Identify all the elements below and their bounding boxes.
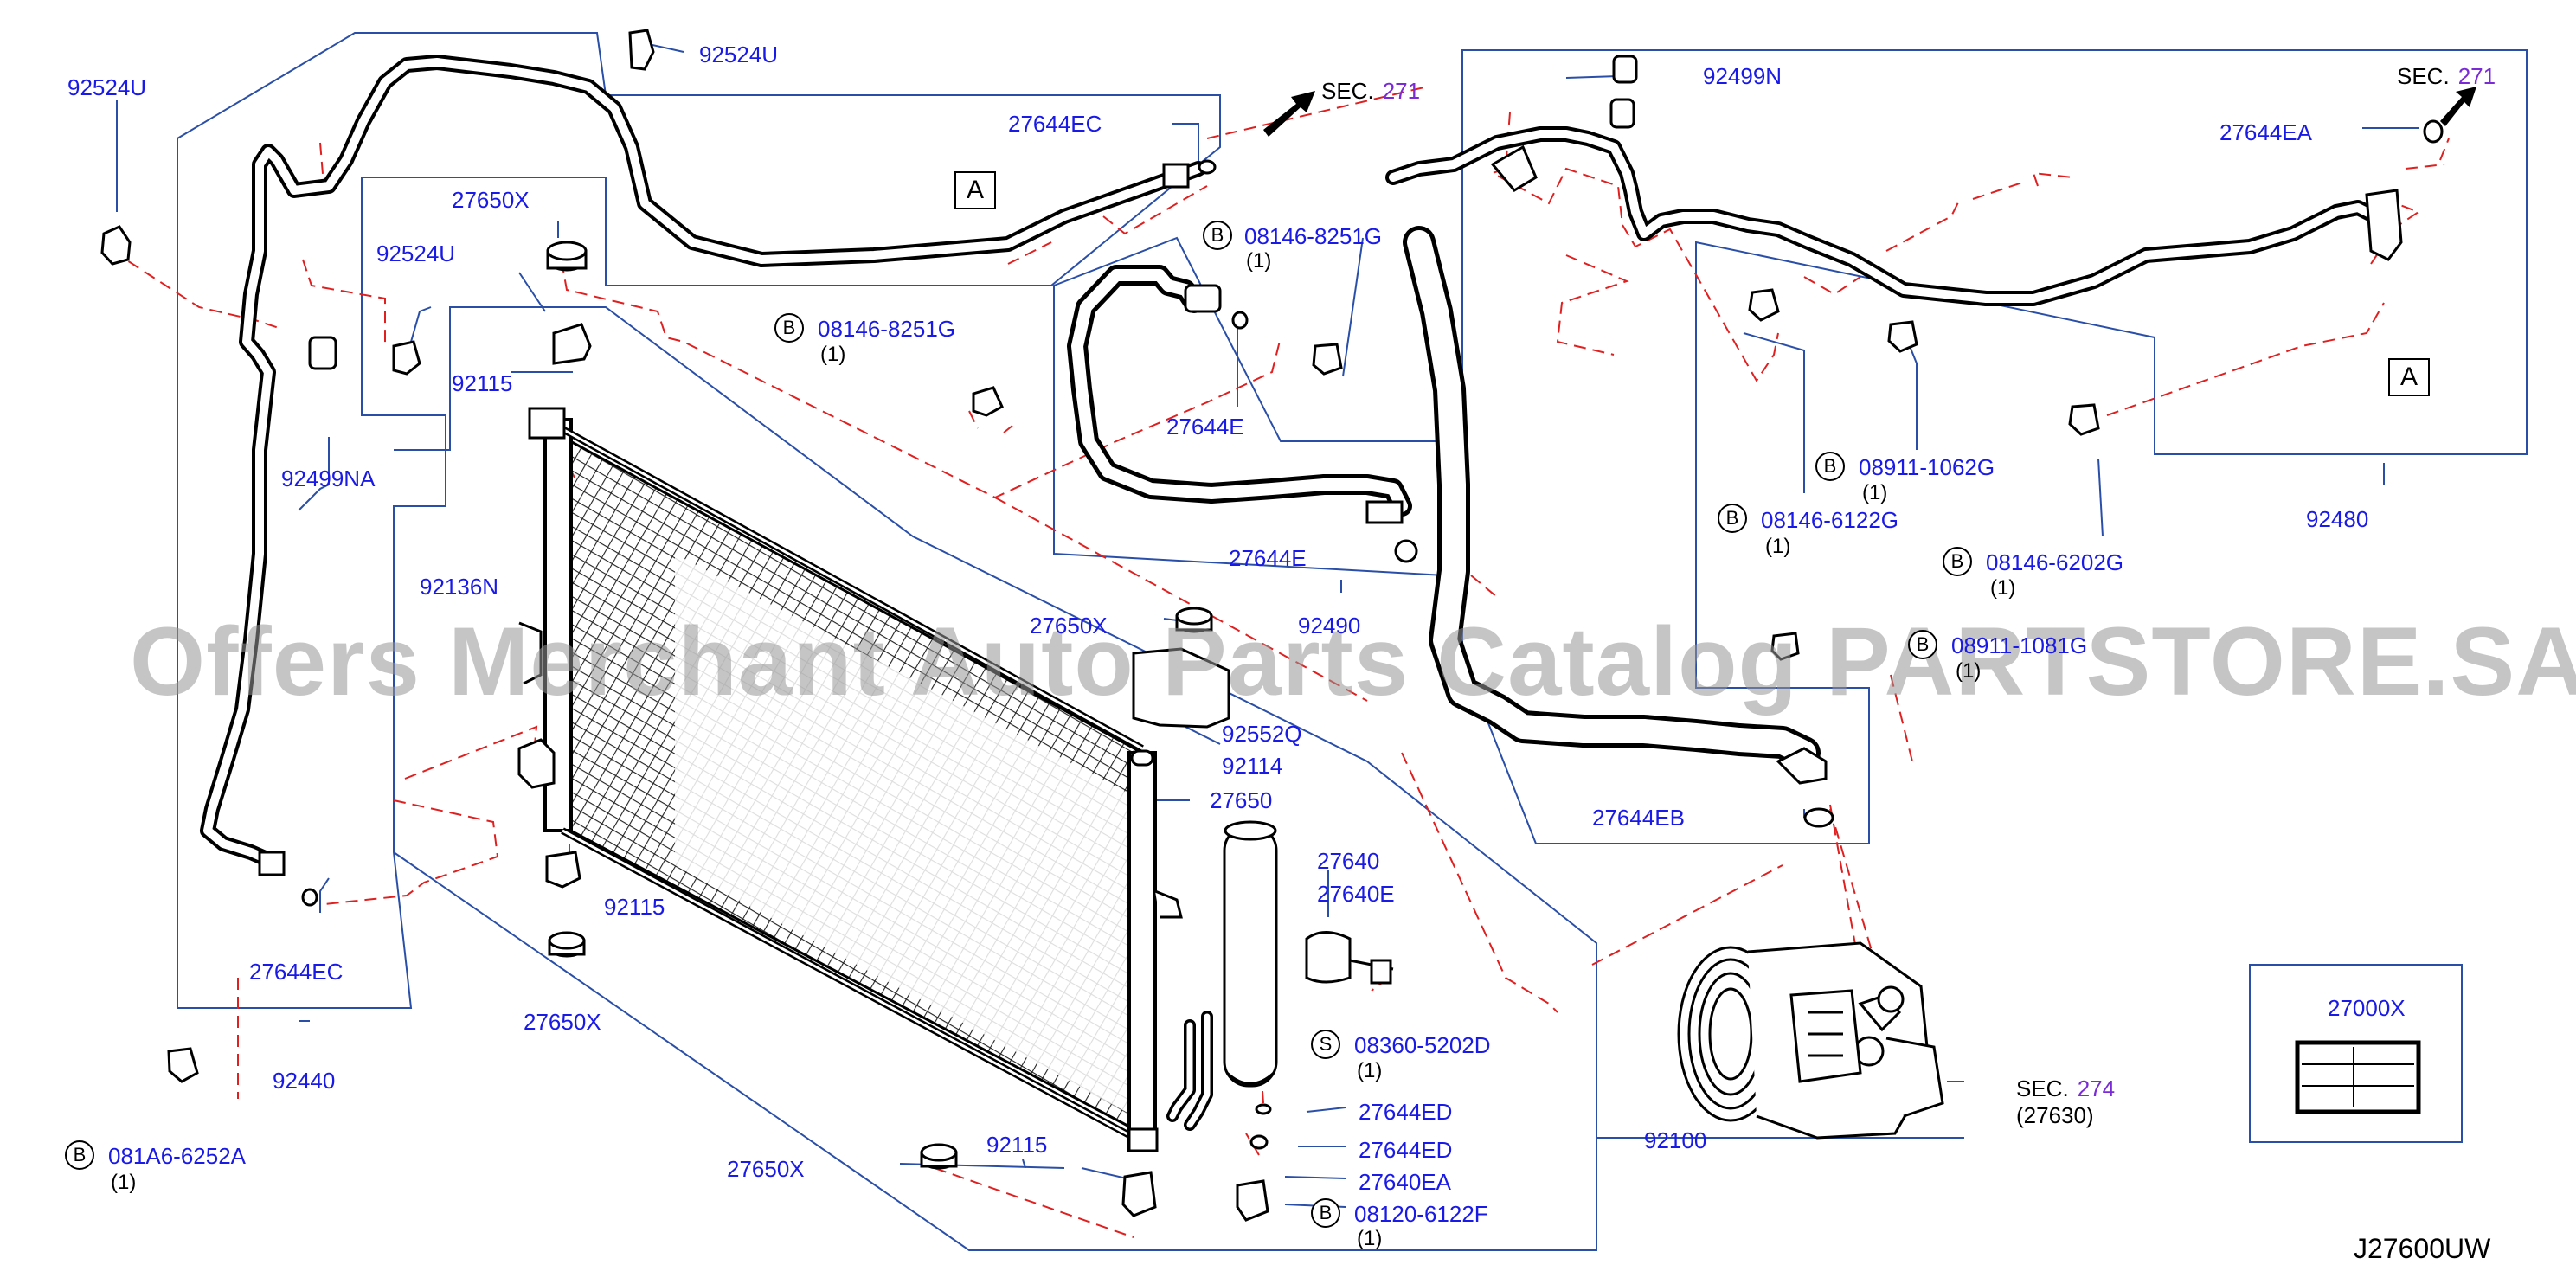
bolt-qty: (1) xyxy=(1956,659,1982,683)
compressor-27630 xyxy=(1677,941,1944,1140)
part-label-92552Q[interactable]: 92552Q xyxy=(1222,721,1302,747)
pipes xyxy=(200,55,2400,1131)
bolt-code-badge: B xyxy=(65,1140,94,1170)
ref-marker-a-right: A xyxy=(2388,358,2430,396)
part-label-27644ED[interactable]: 27644ED xyxy=(1359,1099,1453,1125)
part-label-92499N[interactable]: 92499N xyxy=(1703,63,1783,89)
section-prefix: SEC. xyxy=(2016,1075,2069,1101)
part-label-92524U[interactable]: 92524U xyxy=(67,74,147,100)
section-ref-271-right[interactable]: SEC. 271 xyxy=(2397,65,2496,87)
diagram-id: J27600UW xyxy=(2354,1233,2491,1264)
part-label-27644E[interactable]: 27644E xyxy=(1166,414,1244,440)
bolt-qty: (1) xyxy=(1357,1059,1383,1082)
part-label-92524U[interactable]: 92524U xyxy=(699,42,779,67)
bolt-qty: (1) xyxy=(1246,249,1272,273)
part-label-27650X[interactable]: 27650X xyxy=(524,1009,601,1035)
bolt-code-badge: B xyxy=(1203,221,1232,250)
hardware xyxy=(100,29,2444,1222)
section-number: 271 xyxy=(1382,78,1421,104)
bolt-qty: (1) xyxy=(111,1171,137,1194)
bolt-qty: (1) xyxy=(1990,576,2016,600)
section-ref-274[interactable]: SEC. 274 xyxy=(2016,1077,2115,1100)
sec-271-arrow-left xyxy=(1263,91,1315,137)
part-label-92490[interactable]: 92490 xyxy=(1298,613,1361,639)
section-sub-27630: (27630) xyxy=(2016,1102,2094,1128)
section-ref-271-left[interactable]: SEC. 271 xyxy=(1321,80,1420,102)
section-number: 274 xyxy=(2077,1075,2116,1101)
sec-arrows xyxy=(1263,87,2476,137)
part-label-92440[interactable]: 92440 xyxy=(273,1068,336,1094)
pipe-92480 xyxy=(1385,126,2400,306)
outline-27000X xyxy=(2249,964,2463,1143)
bolt-code-badge: B xyxy=(1815,452,1845,481)
ref-marker-a-left: A xyxy=(954,171,996,209)
bolt-part-label[interactable]: 08911-1062G xyxy=(1859,454,1995,480)
section-prefix: SEC. xyxy=(2397,63,2450,89)
outline-92440 xyxy=(177,32,1221,1009)
bolt-part-label[interactable]: 081A6-6252A xyxy=(108,1143,247,1169)
part-label-92499NA[interactable]: 92499NA xyxy=(281,465,376,491)
part-label-92115[interactable]: 92115 xyxy=(986,1132,1048,1158)
section-number: 271 xyxy=(2457,63,2496,89)
part-label-27000X[interactable]: 27000X xyxy=(2328,995,2406,1021)
watermark: Offers Merchant Auto Parts Catalog PARTS… xyxy=(130,607,2576,716)
bolt-code-badge: B xyxy=(774,313,804,343)
bolt-code-badge: S xyxy=(1311,1030,1340,1059)
part-label-92480[interactable]: 92480 xyxy=(2306,506,2369,532)
bolt-code-badge: B xyxy=(1718,504,1747,533)
part-label-92115[interactable]: 92115 xyxy=(604,894,665,920)
bolt-part-label[interactable]: 08146-6202G xyxy=(1986,549,2124,575)
bolt-qty: (1) xyxy=(1862,481,1888,504)
part-label-27650X[interactable]: 27650X xyxy=(1030,613,1108,639)
bolt-part-label[interactable]: 08146-8251G xyxy=(1244,223,1383,249)
part-label-92115[interactable]: 92115 xyxy=(452,370,513,396)
part-label-27644EC[interactable]: 27644EC xyxy=(249,959,344,985)
part-label-27640EA[interactable]: 27640EA xyxy=(1359,1169,1451,1195)
section-prefix: SEC. xyxy=(1321,78,1374,104)
part-label-27644EA[interactable]: 27644EA xyxy=(2219,119,2312,145)
part-label-27640[interactable]: 27640 xyxy=(1317,848,1380,874)
part-label-92100[interactable]: 92100 xyxy=(1644,1127,1707,1153)
bolt-qty: (1) xyxy=(820,343,846,366)
part-label-27650[interactable]: 27650 xyxy=(1210,787,1273,813)
outline-92480 xyxy=(1461,49,2528,844)
part-label-27644E[interactable]: 27644E xyxy=(1229,545,1307,571)
condenser-27650 xyxy=(517,407,1183,1152)
part-label-27644EC[interactable]: 27644EC xyxy=(1008,111,1102,137)
part-label-27650X[interactable]: 27650X xyxy=(452,187,530,213)
outline-92100 xyxy=(393,306,1597,1251)
receiver-drier-27640 xyxy=(1223,820,1278,1088)
bolt-code-badge: B xyxy=(1908,630,1937,659)
bolt-qty: (1) xyxy=(1357,1227,1383,1250)
bolt-code-badge: B xyxy=(1311,1198,1340,1228)
part-label-27640E[interactable]: 27640E xyxy=(1317,881,1395,907)
drier-bracket xyxy=(1305,931,1394,985)
bolt-part-label[interactable]: 08146-6122G xyxy=(1761,507,1899,533)
part-label-27644ED[interactable]: 27644ED xyxy=(1359,1137,1453,1163)
sec-271-arrow-right xyxy=(2440,87,2476,126)
bolt-code-badge: B xyxy=(1943,547,1972,576)
part-label-92136N[interactable]: 92136N xyxy=(420,574,499,600)
bolt-part-label[interactable]: 08911-1081G xyxy=(1951,632,2088,658)
bolt-part-label[interactable]: 08146-8251G xyxy=(818,316,956,342)
bolt-part-label[interactable]: 08360-5202D xyxy=(1354,1032,1491,1058)
part-label-27650X[interactable]: 27650X xyxy=(727,1156,805,1182)
part-label-92114[interactable]: 92114 xyxy=(1222,753,1283,779)
bolt-qty: (1) xyxy=(1765,535,1791,558)
part-label-27644EB[interactable]: 27644EB xyxy=(1592,805,1685,831)
part-label-92524U[interactable]: 92524U xyxy=(376,241,456,266)
assembly-outlines xyxy=(177,32,2528,1251)
bolt-part-label[interactable]: 08120-6122F xyxy=(1354,1201,1488,1227)
